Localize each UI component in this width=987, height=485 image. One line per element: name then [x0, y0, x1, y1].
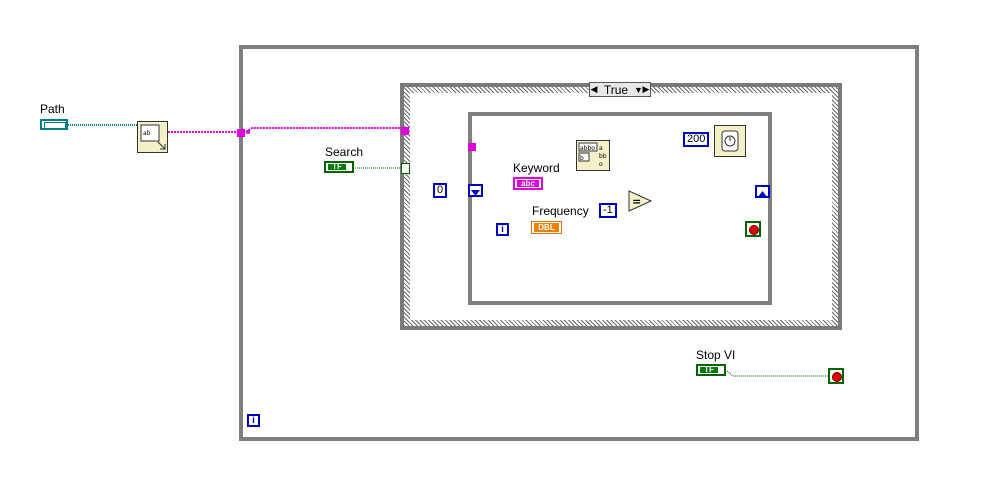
- equal-comparison-icon[interactable]: =: [628, 190, 652, 212]
- shift-register-right[interactable]: [755, 185, 770, 198]
- svg-text:ab: ab: [143, 130, 151, 137]
- case-prev-arrow-icon[interactable]: ◀: [590, 84, 598, 94]
- svg-text:abbo: abbo: [580, 145, 595, 152]
- case-structure[interactable]: [400, 83, 842, 330]
- frequency-dbl-text: DBL: [534, 223, 559, 232]
- wait-ms-constant[interactable]: 200: [683, 132, 710, 147]
- search-split-string-icon: abbo b a bb o: [578, 142, 607, 168]
- case-selector-value: True: [603, 82, 629, 97]
- case-frame-body: [410, 93, 832, 320]
- neg-one-constant[interactable]: -1: [599, 203, 617, 218]
- keyword-control-terminal[interactable]: abc: [513, 177, 543, 190]
- inner-loop-condition[interactable]: [745, 221, 761, 237]
- stop-vi-bool-text: TF: [700, 366, 718, 374]
- svg-text:a: a: [599, 145, 603, 152]
- string-wire-to-case: [245, 127, 405, 133]
- outer-iteration-label: i: [252, 415, 255, 426]
- stop-vi-control-terminal[interactable]: TF: [696, 364, 726, 376]
- svg-text:o: o: [599, 161, 603, 168]
- shift-register-left[interactable]: [468, 184, 483, 197]
- frequency-label: Frequency: [532, 204, 589, 218]
- outer-while-loop[interactable]: [239, 45, 919, 441]
- case-selector-terminal[interactable]: [401, 163, 410, 174]
- outer-stop-icon: [832, 372, 842, 382]
- search-label: Search: [325, 145, 364, 159]
- case-next-arrow-icon[interactable]: ▶: [642, 84, 650, 94]
- search-control-terminal[interactable]: TF: [324, 161, 354, 173]
- inner-iteration-label: i: [501, 224, 504, 235]
- path-control-terminal[interactable]: [40, 119, 68, 130]
- wait-ms-node[interactable]: [714, 125, 746, 157]
- inner-while-loop[interactable]: [468, 112, 772, 305]
- keyword-string-text: abc: [517, 180, 539, 188]
- svg-text:b: b: [580, 155, 584, 162]
- wire-junction-2: [246, 130, 250, 134]
- svg-text:=: =: [632, 195, 641, 208]
- stop-vi-label: Stop VI: [696, 348, 736, 362]
- case-selector-label[interactable]: ◀ True ▼ ▶: [589, 82, 651, 97]
- read-text-file-icon: ab: [140, 124, 166, 150]
- svg-text:bb: bb: [599, 153, 607, 160]
- search-bool-text: TF: [328, 163, 346, 171]
- stop-icon: [749, 225, 759, 235]
- keyword-label: Keyword: [513, 161, 560, 175]
- shift-register-up-icon: [758, 191, 767, 197]
- zero-constant[interactable]: 0: [433, 183, 448, 198]
- inner-iteration-terminal[interactable]: i: [496, 223, 509, 236]
- search-split-string-node[interactable]: abbo b a bb o: [576, 140, 610, 171]
- case-string-tunnel[interactable]: [401, 127, 409, 135]
- read-text-file-node[interactable]: ab: [137, 121, 168, 153]
- case-dropdown-icon[interactable]: ▼: [634, 84, 643, 95]
- shift-register-down-icon: [471, 190, 480, 196]
- path-label: Path: [40, 102, 65, 116]
- outer-iteration-terminal[interactable]: i: [247, 414, 260, 427]
- wait-ms-icon: [721, 130, 739, 152]
- stop-vi-wire: [726, 370, 828, 377]
- path-icon: [44, 122, 66, 129]
- frequency-indicator-terminal[interactable]: DBL: [531, 221, 562, 234]
- outer-string-tunnel[interactable]: [237, 129, 245, 137]
- outer-loop-condition[interactable]: [828, 368, 844, 384]
- inner-string-tunnel[interactable]: [468, 143, 476, 151]
